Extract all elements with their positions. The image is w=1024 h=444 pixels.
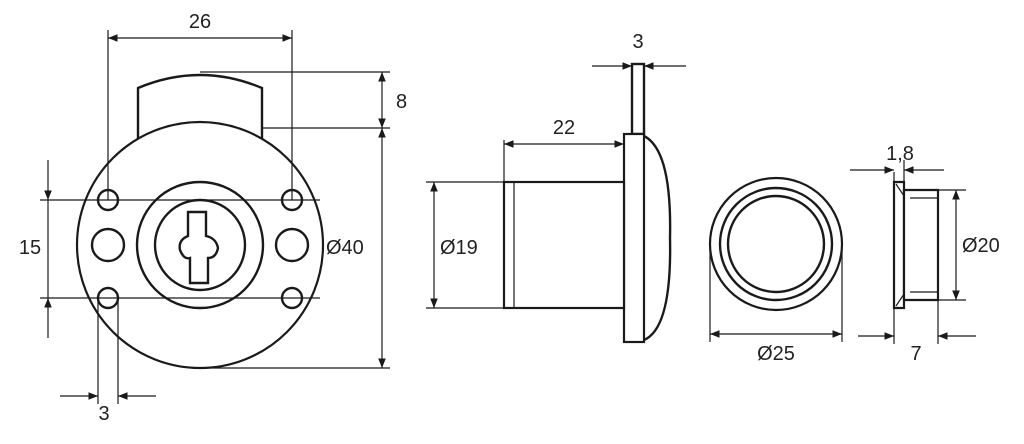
screw-hole [90, 227, 126, 263]
diameter-dimension-label: Ø40 [326, 237, 364, 259]
ring-lip [892, 180, 906, 310]
ring-inner [726, 194, 826, 294]
ring-side-diameter-dimension-label: Ø20 [962, 235, 1000, 257]
body-diameter-dimension-label: Ø19 [440, 237, 478, 259]
ring-front-view: Ø25 [708, 176, 844, 365]
body-length-dimension-label: 22 [553, 117, 575, 139]
lock-disk [75, 120, 325, 370]
screw-hole [274, 227, 310, 263]
bolt [630, 62, 646, 136]
flange-thickness-dimension-label: 3 [632, 31, 643, 53]
lock-side-view: 3 22 Ø19 [426, 31, 686, 344]
width-dimension-label: 26 [189, 11, 211, 33]
lock-front-view: 26 8 Ø40 15 3 [19, 11, 407, 425]
lip-dimension-label: 1,8 [886, 143, 914, 165]
cylinder-outer-ring [135, 180, 265, 310]
hole-offset-dimension-label: 3 [98, 403, 109, 425]
ring-sleeve [902, 188, 940, 302]
ring-diameter-dimension-label: Ø25 [757, 343, 795, 365]
tab-height-dimension-label: 8 [396, 91, 407, 113]
bolt-tab [136, 73, 264, 140]
cylinder-body [502, 180, 626, 310]
ring-middle [718, 186, 834, 302]
hole-spacing-dimension-label: 15 [19, 237, 41, 259]
depth-dimension-label: 7 [910, 343, 921, 365]
flange [622, 132, 646, 344]
flange-dome [643, 134, 672, 342]
ring-outer [708, 176, 844, 312]
ring-side-view: 1,8 Ø20 7 [850, 143, 1000, 365]
keyway [178, 210, 220, 285]
